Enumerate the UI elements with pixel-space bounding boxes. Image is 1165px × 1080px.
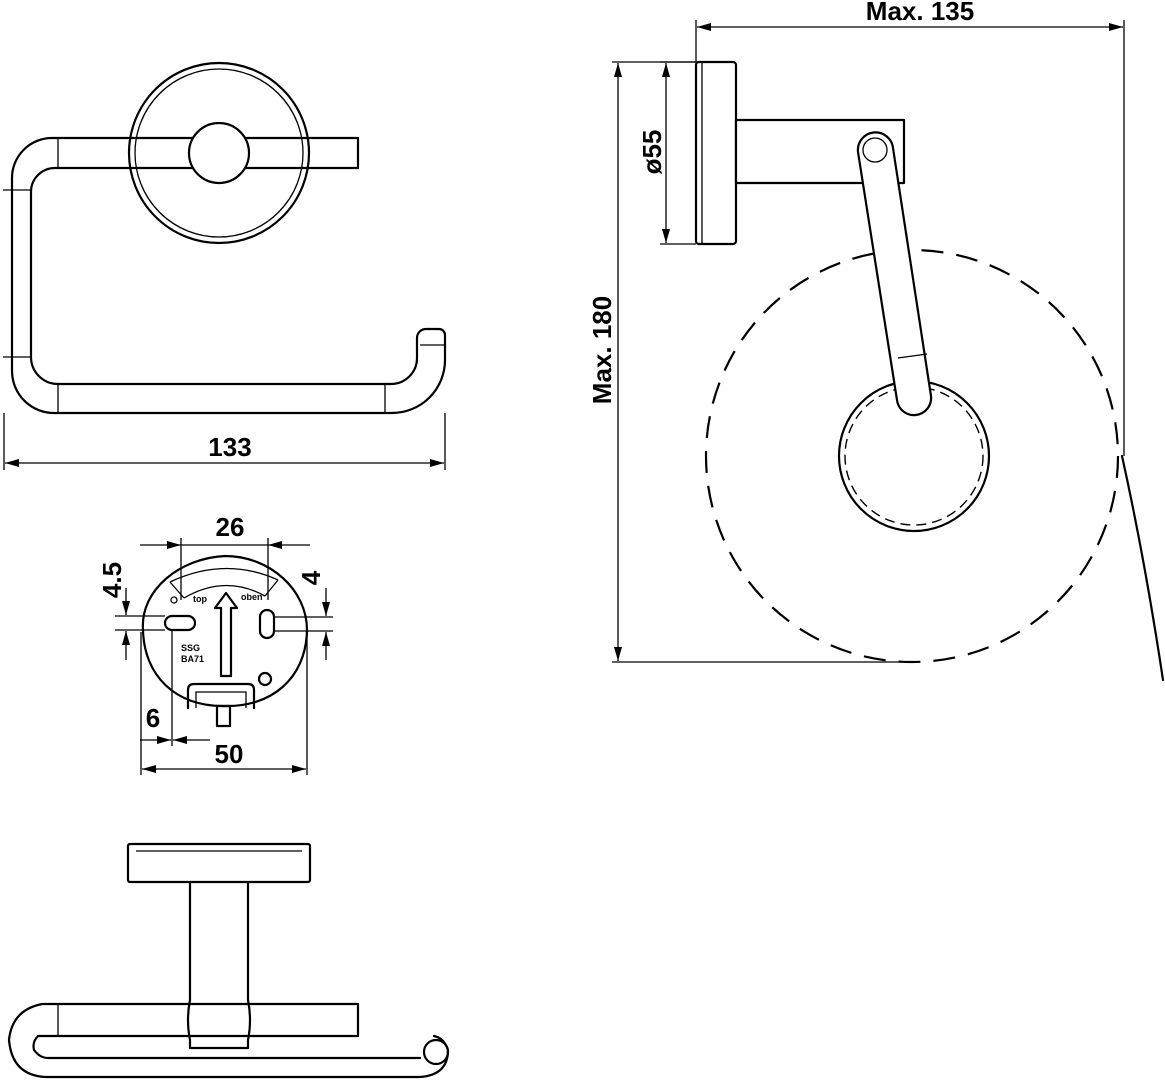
back-plate-view: top oben SSG BA71 26 4.5 4 6 bbox=[97, 512, 333, 775]
front-view: 133 bbox=[3, 61, 447, 470]
paper-sheet-hanging bbox=[1120, 454, 1165, 682]
rosette-top bbox=[126, 842, 312, 884]
mounting-slot-left bbox=[163, 614, 197, 632]
locking-bracket bbox=[186, 682, 256, 710]
rim-edge bbox=[264, 579, 279, 597]
dim-6-label: 6 bbox=[146, 703, 160, 733]
arm-top-inner bbox=[32, 1002, 422, 1060]
code-label-2: BA71 bbox=[181, 654, 204, 664]
screw-hole bbox=[257, 671, 273, 687]
dim-4-label: 4 bbox=[296, 570, 326, 585]
side-view: ø55 Max. 180 Max. 135 bbox=[587, 0, 1165, 682]
arm-top-outline bbox=[7, 1002, 450, 1079]
arm-joint-line bbox=[897, 353, 928, 359]
arm-end-cap bbox=[422, 1038, 450, 1066]
center-post-circle bbox=[187, 121, 251, 185]
dim-50-label: 50 bbox=[215, 739, 244, 769]
dim-135-label: Max. 135 bbox=[866, 0, 974, 26]
dim-133-label: 133 bbox=[208, 432, 251, 462]
rosette-outer-circle bbox=[127, 61, 311, 245]
dim-55-label: ø55 bbox=[637, 130, 667, 175]
dim-4.5-label: 4.5 bbox=[97, 562, 127, 598]
diagonal-arm bbox=[856, 131, 933, 417]
up-arrow-icon bbox=[213, 591, 239, 678]
rosette-inner-circle bbox=[134, 68, 304, 238]
dim-180-label: Max. 180 bbox=[587, 296, 617, 404]
back-plate-rim bbox=[169, 567, 279, 583]
back-plate-rim bbox=[183, 584, 266, 599]
top-label: top bbox=[193, 594, 207, 604]
rim-edge bbox=[169, 581, 185, 599]
small-hole bbox=[170, 596, 178, 604]
post-foot bbox=[186, 998, 252, 1050]
mounting-slot-right bbox=[258, 608, 276, 640]
oben-label: oben bbox=[241, 592, 263, 602]
code-label-1: SSG bbox=[181, 643, 200, 653]
locking-bracket-inner bbox=[195, 691, 247, 708]
dim-26-label: 26 bbox=[216, 512, 245, 542]
pivot-circle bbox=[862, 137, 888, 163]
back-plate-outline bbox=[141, 554, 309, 708]
top-view bbox=[7, 842, 450, 1079]
holder-arm-outline bbox=[10, 136, 447, 415]
set-screw bbox=[215, 704, 232, 728]
